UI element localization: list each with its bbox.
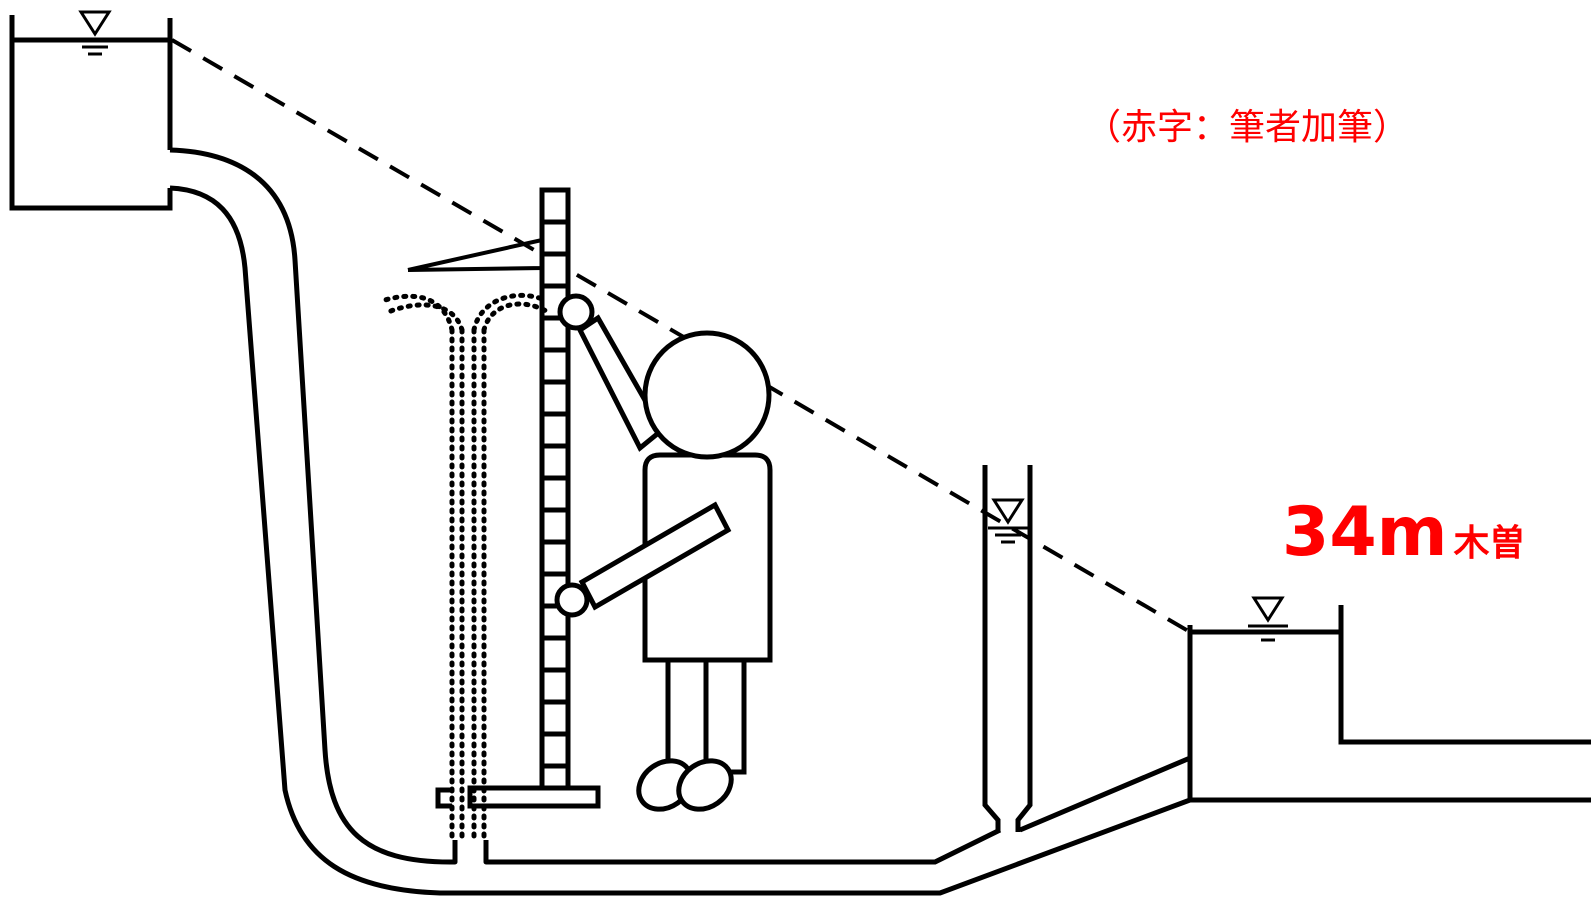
head-height-suffix: 木曽 (1453, 523, 1526, 564)
person-figure (554, 293, 773, 812)
head-height-value: 34m (1282, 493, 1448, 572)
lower-tank (1187, 605, 1591, 758)
editor-note: （赤字：筆者加筆） (1085, 107, 1410, 148)
standpipe (982, 465, 1033, 832)
pipeline (169, 147, 1591, 896)
upper-tank (9, 15, 173, 211)
measuring-staff (407, 187, 601, 809)
water-jet (382, 293, 551, 843)
upper-water-surface-icon (73, 10, 117, 56)
